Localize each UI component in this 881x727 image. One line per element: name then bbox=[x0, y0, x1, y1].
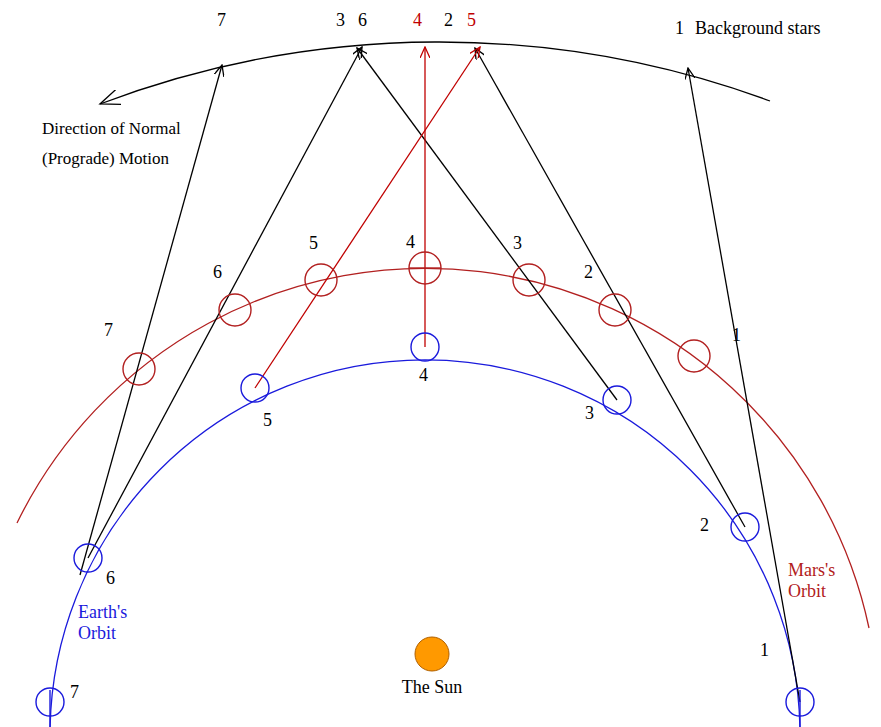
star-position-number: 7 bbox=[217, 10, 226, 31]
sight-line bbox=[424, 47, 425, 347]
earth-position-number: 2 bbox=[700, 515, 709, 536]
mars-position bbox=[678, 340, 710, 372]
earth-position bbox=[241, 374, 269, 402]
earth-position-number: 1 bbox=[760, 640, 769, 661]
mars-position bbox=[219, 294, 251, 326]
sight-line bbox=[475, 48, 745, 527]
earth-position-number: 6 bbox=[106, 568, 115, 589]
earth-position bbox=[74, 544, 102, 572]
star-position-number: 4 bbox=[413, 10, 422, 31]
earth-position bbox=[603, 386, 631, 414]
background-stars-arc bbox=[100, 42, 770, 104]
direction-note: Direction of Normal (Prograde) Motion bbox=[42, 114, 192, 174]
sun-disc: The Sun bbox=[414, 636, 450, 672]
sun-shape bbox=[414, 636, 450, 672]
earth-position-number: 4 bbox=[419, 365, 428, 386]
earth-position-number: 5 bbox=[263, 410, 272, 431]
star-position-number: 6 bbox=[358, 10, 367, 31]
mars-position-number: 7 bbox=[104, 320, 113, 341]
orbit-label: Mars's Orbit bbox=[788, 560, 850, 601]
mars-position bbox=[123, 353, 155, 385]
mars-position-number: 4 bbox=[406, 232, 415, 253]
star-position-number: 2 bbox=[444, 10, 453, 31]
star-position-number: 5 bbox=[467, 10, 476, 31]
mars-position bbox=[513, 264, 545, 296]
mars-position bbox=[409, 267, 441, 268]
sight-line bbox=[688, 68, 800, 702]
earth-position bbox=[799, 690, 800, 727]
earth-position bbox=[731, 513, 759, 541]
earth-position-number: 3 bbox=[585, 403, 594, 424]
sight-line bbox=[255, 47, 480, 388]
mars-position-number: 6 bbox=[213, 262, 222, 283]
earth-position bbox=[411, 333, 439, 361]
sight-line bbox=[80, 65, 222, 575]
mars-position bbox=[305, 264, 337, 296]
sun-label: The Sun bbox=[402, 677, 463, 698]
mars-position bbox=[599, 294, 631, 326]
star-position-number: 1 bbox=[675, 18, 684, 39]
stars-label: Background stars bbox=[695, 18, 820, 39]
mars-position-number: 2 bbox=[584, 262, 593, 283]
earth-position-number: 7 bbox=[70, 682, 79, 703]
star-position-number: 3 bbox=[336, 10, 345, 31]
mars-orbit bbox=[17, 268, 869, 628]
mars-position-number: 3 bbox=[513, 233, 522, 254]
earth-orbit bbox=[50, 360, 800, 727]
mars-position bbox=[409, 252, 441, 284]
sight-line bbox=[357, 48, 617, 400]
earth-position bbox=[49, 690, 50, 727]
mars-position-number: 5 bbox=[309, 233, 318, 254]
orbit-label: Earth's Orbit bbox=[78, 602, 140, 643]
mars-position-number: 1 bbox=[732, 325, 741, 346]
